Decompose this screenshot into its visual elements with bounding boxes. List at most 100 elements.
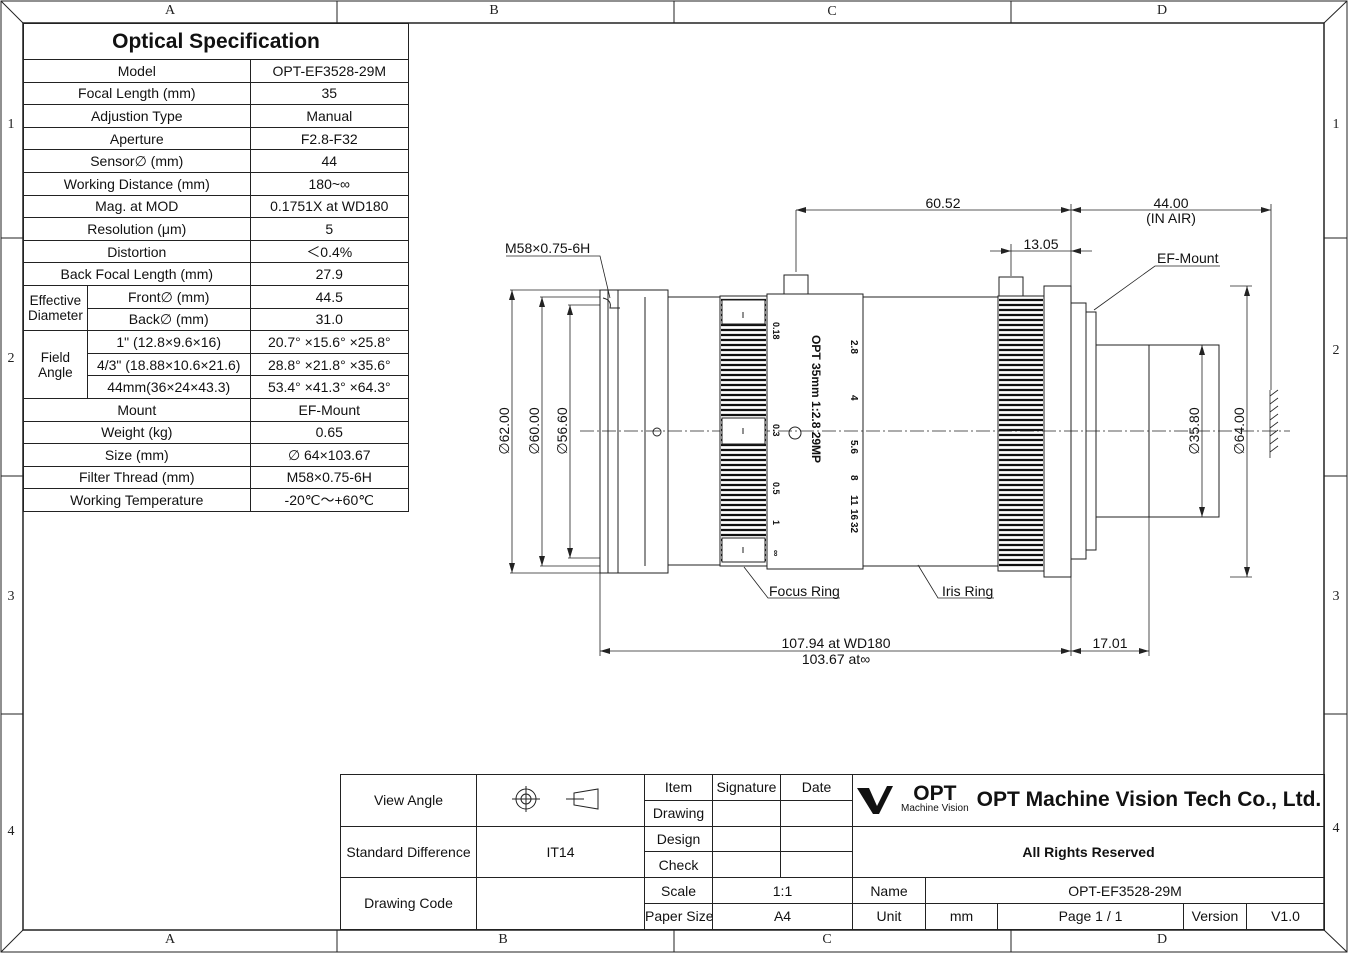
spec-row: Effective Diameter Front∅ (mm) 44.5: [23, 284, 410, 332]
aperture-mark: 5.6: [848, 440, 859, 454]
spec-value: 44.5: [249, 284, 410, 309]
name-label: Name: [852, 877, 926, 904]
opt-logo: OPT Machine Vision: [901, 783, 969, 815]
focus-ring-label: Focus Ring: [769, 583, 840, 599]
spec-row: Working Temperature-20℃～+60℃: [23, 488, 410, 512]
spec-title: Optical Specification: [23, 23, 409, 60]
focus-mark: 1: [771, 520, 781, 525]
spec-label: Focal Length (mm): [23, 81, 251, 106]
check-date: [780, 851, 853, 879]
focus-mark: 0.18: [771, 322, 781, 340]
zone-row-2-left: 2: [7, 351, 15, 366]
focus-mark: ∞: [771, 550, 781, 557]
drawing-row-label: Drawing: [644, 799, 713, 827]
lens-engraving: OPT 35mm 1:2.8 29MP: [809, 335, 823, 463]
dim-13-05: 13.05: [1023, 236, 1058, 252]
date-header: Date: [780, 774, 853, 801]
field-angle-group: Field Angle: [23, 330, 88, 399]
spec-row: Size (mm)∅ 64×103.67: [23, 443, 410, 467]
zone-col-c-bottom: C: [822, 932, 832, 947]
item-header: Item: [644, 774, 713, 801]
spec-label: Weight (kg): [23, 420, 251, 445]
unit-label: Unit: [852, 902, 926, 930]
zone-col-c-top: C: [827, 4, 837, 19]
drawing-code-value: [476, 877, 645, 930]
spec-label: Working Temperature: [23, 488, 251, 512]
projection-symbol-icon: [511, 785, 598, 812]
logo-text: OPT: [913, 782, 957, 806]
drawing-signature: [712, 799, 781, 827]
spec-value: OPT-EF3528-29M: [249, 59, 410, 83]
view-angle-label: View Angle: [340, 774, 477, 827]
spec-value: M58×0.75-6H: [249, 465, 410, 490]
zone-row-4-left: 4: [7, 824, 15, 839]
design-row-label: Design: [644, 825, 713, 853]
focus-mark: 0.5: [771, 482, 781, 495]
spec-row: Back Focal Length (mm)27.9: [23, 262, 410, 286]
zone-col-a-bottom: A: [164, 932, 176, 947]
spec-value: 0.1751X at WD180: [249, 194, 410, 219]
title-block: View Angle Item Signature Date: [340, 774, 1326, 930]
check-signature: [712, 851, 781, 879]
std-diff-value: IT14: [476, 825, 645, 879]
aperture-mark: 4: [848, 395, 859, 401]
zone-col-d-bottom: D: [1156, 932, 1168, 947]
paper-size-label: Paper Size: [644, 902, 713, 930]
dim-44: 44.00: [1153, 195, 1188, 211]
std-diff-label: Standard Difference: [340, 825, 477, 879]
spec-row: Resolution (μm)5: [23, 217, 410, 241]
aperture-mark: 2.8: [848, 340, 859, 354]
dia-64: ∅64.00: [1231, 407, 1247, 454]
spec-value: 31.0: [249, 307, 410, 332]
zone-row-4-right: 4: [1332, 821, 1340, 836]
dim-17-01: 17.01: [1092, 635, 1127, 651]
spec-row: Working Distance (mm)180~∞: [23, 171, 410, 196]
logo-subtext: Machine Vision: [901, 803, 969, 815]
spec-row: Filter Thread (mm)M58×0.75-6H: [23, 465, 410, 490]
spec-label: 4/3" (18.88×10.6×21.6): [86, 352, 251, 377]
dia-56: ∅56.60: [554, 407, 570, 454]
zone-col-d-top: D: [1156, 3, 1168, 18]
length-wd: 107.94 at WD180: [782, 635, 891, 651]
dim-44-note: (IN AIR): [1146, 210, 1196, 226]
iris-ring-label: Iris Ring: [942, 583, 993, 599]
zone-row-3-left: 3: [7, 589, 15, 604]
rights-reserved: All Rights Reserved: [851, 825, 1326, 879]
mount-label: EF-Mount: [1157, 250, 1219, 266]
page-value: Page 1 / 1: [997, 902, 1184, 930]
spec-label: Front∅ (mm): [86, 284, 251, 309]
version-label: Version: [1183, 902, 1247, 930]
company-cell: OPT Machine Vision OPT Machine Vision Te…: [851, 774, 1326, 827]
scale-label: Scale: [644, 877, 713, 904]
aperture-mark: 11: [848, 495, 859, 506]
zone-row-1-right: 1: [1332, 117, 1340, 132]
iris-knurl: [999, 298, 1043, 567]
zone-col-b-top: B: [489, 3, 499, 18]
company-name: OPT Machine Vision Tech Co., Ltd.: [976, 788, 1322, 812]
view-angle-symbols: [476, 774, 645, 827]
check-row-label: Check: [644, 851, 713, 879]
length-inf: 103.67 at∞: [802, 651, 870, 667]
spec-value: -20℃～+60℃: [249, 488, 410, 512]
focus-scale: 0.180.30.51∞: [771, 322, 781, 557]
name-value: OPT-EF3528-29M: [924, 877, 1326, 904]
spec-label: Working Distance (mm): [23, 171, 251, 196]
zone-col-a-top: A: [164, 3, 176, 18]
spec-label: Filter Thread (mm): [23, 465, 251, 490]
zone-row-2-right: 2: [1332, 343, 1340, 358]
zone-row-1-left: 1: [7, 117, 15, 132]
signature-header: Signature: [712, 774, 781, 801]
aperture-mark: 16: [848, 509, 859, 521]
dim-60-52: 60.52: [925, 195, 960, 211]
unit-value: mm: [925, 902, 998, 930]
aperture-mark: 32: [848, 522, 859, 534]
scale-value: 1:1: [712, 877, 853, 904]
